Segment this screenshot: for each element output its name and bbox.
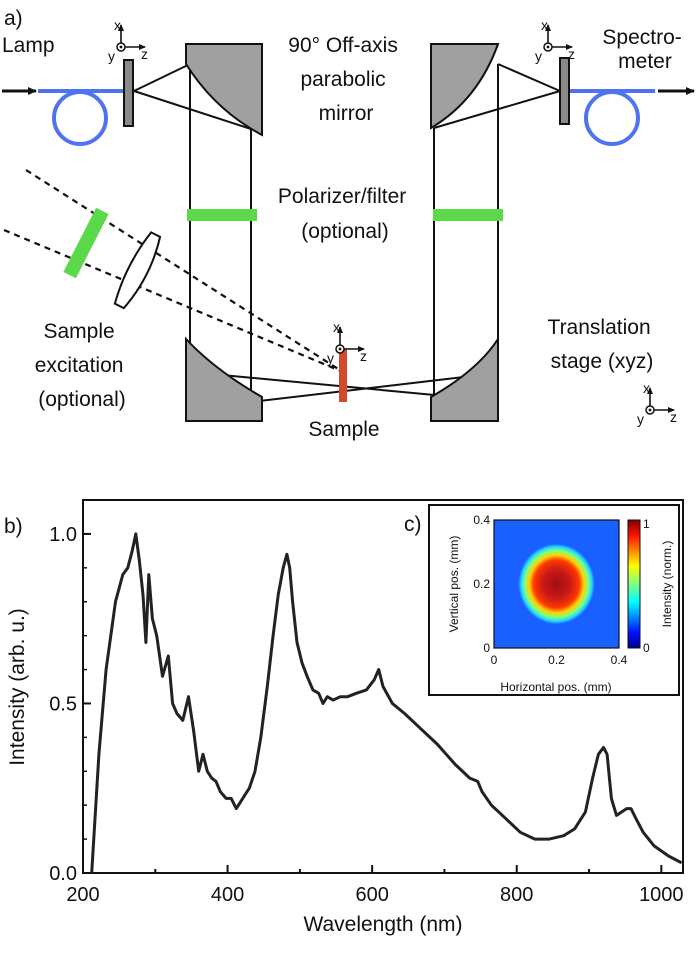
xyz-axes-0: xy z bbox=[108, 17, 148, 64]
inset-y-tick-label: 0 bbox=[483, 641, 490, 655]
axis-x-label: x bbox=[114, 17, 121, 33]
axis-y-label: y bbox=[108, 48, 115, 64]
panel-c-label: c) bbox=[404, 513, 422, 536]
x-tick-label: 200 bbox=[66, 884, 99, 906]
pinhole-right bbox=[559, 57, 570, 125]
heatmap-ylabel: Vertical pos. (mm) bbox=[447, 536, 461, 633]
excitation-lens bbox=[113, 231, 162, 310]
mirror-top-right bbox=[430, 43, 500, 130]
axis-z-label: z bbox=[568, 46, 575, 62]
heatmap-frame bbox=[493, 519, 620, 649]
colorbar bbox=[627, 519, 641, 649]
mirror-bottom-left bbox=[185, 336, 263, 422]
excitation-beams bbox=[3, 169, 344, 374]
excitation-label: Sample excitation (optional) bbox=[35, 320, 130, 411]
heatmap-spot bbox=[518, 544, 595, 624]
axis-x-label: x bbox=[333, 319, 340, 335]
inset-y-tick-label: 0.2 bbox=[473, 577, 490, 591]
mirror-label: 90° Off-axis parabolic mirror bbox=[288, 34, 403, 125]
axis-x-label: x bbox=[643, 380, 650, 396]
heatmap-ticks: 0 0.2 0.4 0 0.2 0.4 1 0 bbox=[473, 513, 650, 667]
x-tick-label: 800 bbox=[500, 884, 533, 906]
mirror-top-left bbox=[185, 43, 263, 137]
axis-y-label: y bbox=[637, 411, 644, 427]
spectrometer-label: Spectro- meter bbox=[602, 26, 687, 73]
colorbar-tick-min: 0 bbox=[643, 641, 650, 655]
axis-z-label: z bbox=[670, 409, 677, 425]
x-tick-label: 400 bbox=[211, 884, 244, 906]
parabolic-mirrors bbox=[185, 43, 500, 422]
polarizer-label: Polarizer/filter (optional) bbox=[278, 185, 412, 243]
intensity-spot bbox=[518, 544, 595, 624]
y-tick-label: 1.0 bbox=[49, 524, 77, 546]
lamp-fiber bbox=[38, 89, 128, 146]
xyz-axes-3: xy z bbox=[637, 380, 677, 427]
colorbar-tick-max: 1 bbox=[643, 517, 650, 531]
axis-x-label: x bbox=[541, 17, 548, 33]
axis-y-label: y bbox=[327, 350, 334, 366]
lamp-label: Lamp bbox=[2, 34, 55, 57]
mirror-bottom-right bbox=[430, 335, 499, 422]
xyz-axes-2: xy z bbox=[327, 319, 367, 366]
inset-x-tick-label: 0.2 bbox=[548, 653, 565, 667]
inset-x-tick-label: 0.4 bbox=[611, 653, 628, 667]
spectrum-line bbox=[90, 532, 683, 874]
axis-y-label: y bbox=[535, 48, 542, 64]
inset-x-tick-label: 0 bbox=[491, 653, 498, 667]
spectrum-ylabel: Intensity (arb. u.) bbox=[6, 608, 29, 766]
y-tick-label: 0.5 bbox=[49, 693, 77, 715]
xyz-axes-1: xy z bbox=[535, 17, 575, 64]
x-tick-label: 1000 bbox=[639, 884, 684, 906]
panel-a-setup: a) bbox=[2, 7, 695, 441]
panel-b-label: b) bbox=[4, 515, 23, 538]
excitation-filter bbox=[63, 207, 109, 279]
colorbar-label: Intensity (norm.) bbox=[660, 541, 674, 628]
pinhole-left bbox=[123, 59, 134, 127]
spectrometer-fiber bbox=[566, 89, 655, 146]
sample-holder bbox=[339, 349, 347, 402]
stage-label: Translation stage (xyz) bbox=[548, 316, 657, 373]
spectrum-plot-frame bbox=[82, 499, 684, 874]
panel-c-inset: c) 0 0.2 0.4 0 0.2 0.4 1 0 Horizontal pos. (mm)… bbox=[404, 504, 680, 696]
spectrum-xlabel: Wavelength (nm) bbox=[303, 913, 462, 936]
x-tick-label: 600 bbox=[355, 884, 388, 906]
polarizer-right bbox=[433, 209, 503, 221]
inset-y-tick-label: 0.4 bbox=[473, 513, 490, 527]
polarizer-left bbox=[187, 209, 257, 221]
axis-z-label: z bbox=[360, 348, 367, 364]
axis-z-label: z bbox=[141, 46, 148, 62]
y-tick-label: 0.0 bbox=[49, 863, 77, 885]
heatmap-xlabel: Horizontal pos. (mm) bbox=[500, 680, 611, 694]
panel-a-label: a) bbox=[4, 7, 23, 30]
sample-label: Sample bbox=[308, 418, 379, 441]
